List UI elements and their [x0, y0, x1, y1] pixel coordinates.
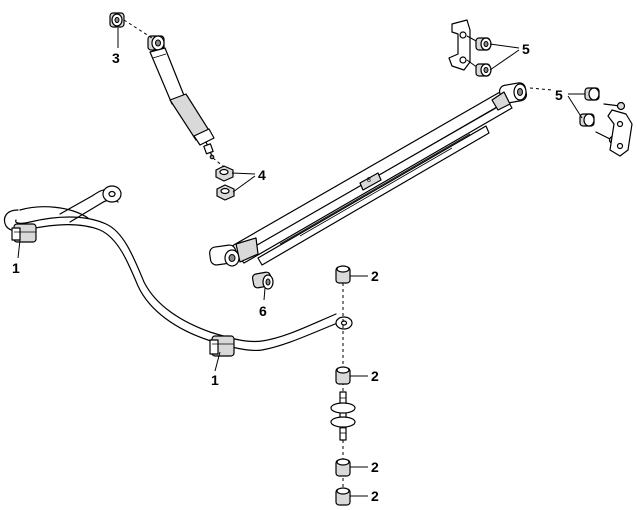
- part-1-bushing-left: [11, 223, 37, 243]
- callout-labels: 1 1 2 2 2 2 3 4 5 5 6: [12, 41, 563, 504]
- callout-5-upper: 5: [522, 41, 530, 57]
- callout-3: 3: [112, 50, 120, 66]
- leaf-spring: 8: [209, 82, 528, 267]
- part-1-bushing-right: [209, 335, 235, 357]
- part-5-upper-bushings: [475, 37, 492, 77]
- spring-rear-eye: [491, 82, 528, 111]
- stabilizer-bar: [3, 185, 353, 352]
- callout-2-lower-middle: 2: [371, 459, 379, 475]
- callout-2-upper-middle: 2: [371, 368, 379, 384]
- shock-absorber: [147, 35, 215, 160]
- callout-1-right: 1: [211, 372, 219, 388]
- spring-mark: 8: [367, 177, 371, 184]
- callout-2-bottom: 2: [371, 488, 379, 504]
- callout-6: 6: [259, 303, 267, 319]
- part-6-bushing: [251, 271, 274, 290]
- callout-5-rear: 5: [555, 87, 563, 103]
- leader-lines: [17, 28, 585, 497]
- spring-hanger-bracket: [448, 19, 479, 71]
- stabilizer-link-assembly: [330, 265, 356, 506]
- shock-upper-bushing: [147, 35, 165, 51]
- part-3-bushing: [109, 12, 153, 39]
- callout-1-left: 1: [12, 260, 20, 276]
- callout-4: 4: [258, 167, 266, 183]
- part-4-nuts: [212, 157, 235, 201]
- callout-2-top: 2: [371, 268, 379, 284]
- rear-shackle-assembly: [529, 87, 633, 157]
- spring-front-eye: [209, 237, 259, 267]
